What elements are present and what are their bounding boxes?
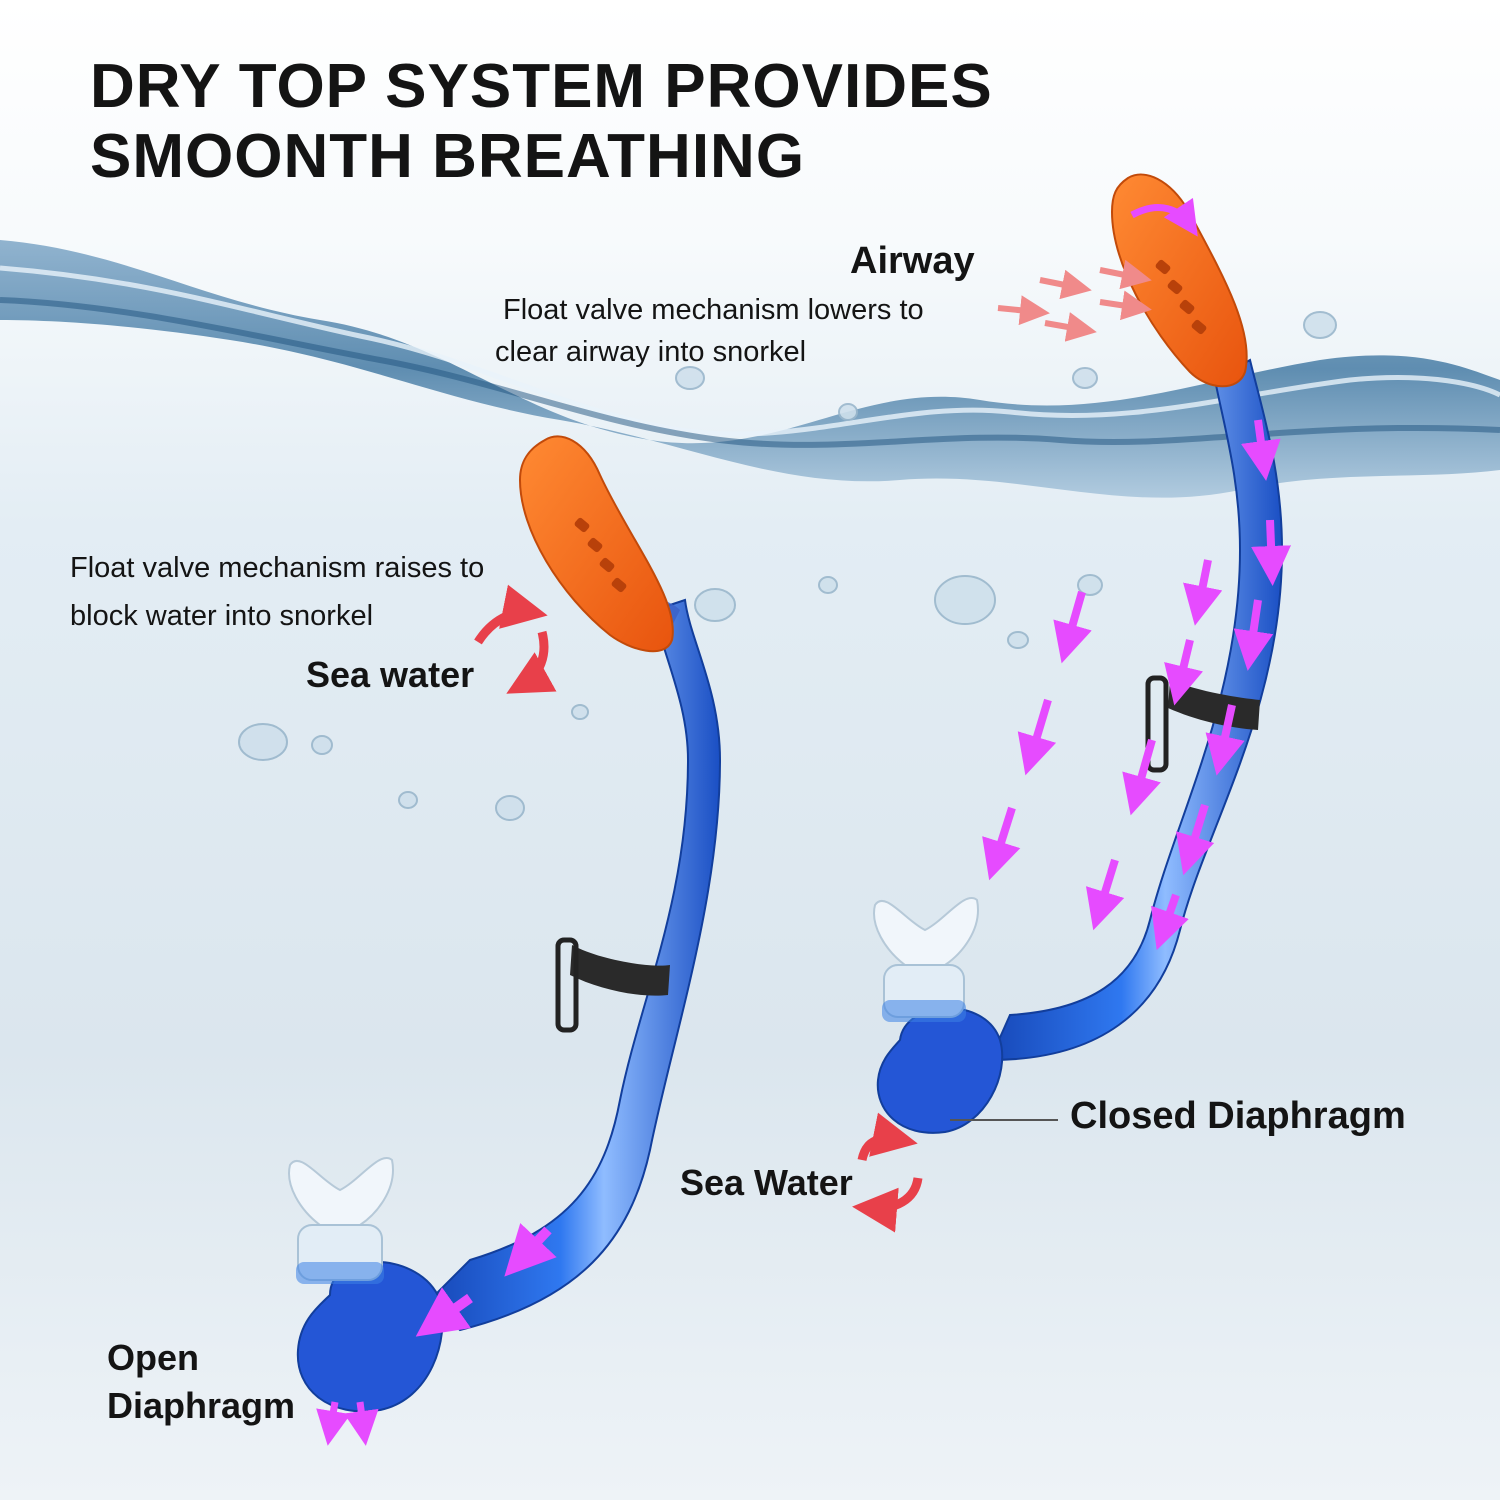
flow-arrow-icon [415, 1287, 473, 1337]
headline-line-1: DRY TOP SYSTEM PROVIDES [90, 52, 993, 121]
right-snorkel [852, 173, 1292, 1233]
left-valve-note-line-1: Float valve mechanism raises to [70, 552, 485, 584]
flow-arrow-icon [1130, 197, 1198, 237]
closed-diaphragm-label: Closed Diaphragm [1070, 1095, 1406, 1137]
curved-arrow-icon [857, 1112, 918, 1162]
mouthpiece-icon [873, 897, 979, 1022]
left-valve-note-line-2: block water into snorkel [70, 600, 374, 632]
left-purge-body [296, 1260, 444, 1413]
tube-clip-icon [555, 937, 670, 1033]
right-valve-note-line-2: clear airway into snorkel [495, 336, 807, 368]
flow-arrow-icon [504, 1223, 557, 1277]
curved-arrow-icon [506, 630, 557, 694]
headline: DRY TOP SYSTEM PROVIDES SMOONTH BREATHIN… [90, 52, 993, 192]
curved-arrow-icon [474, 584, 548, 645]
right-valve-note-line-1: Float valve mechanism lowers to [503, 294, 924, 326]
open-diaphragm-label-line-1: Open [107, 1337, 200, 1378]
left-sea-water-label: Sea water [306, 654, 475, 695]
right-sea-water-label: Sea Water [680, 1162, 853, 1203]
mouthpiece-icon [288, 1157, 394, 1284]
water-wave-icon [0, 240, 1500, 498]
curved-arrow-icon [852, 1177, 923, 1233]
left-snorkel [288, 435, 722, 1446]
water-droplet-icon [238, 311, 1337, 821]
flow-arrow-icon [316, 1401, 351, 1446]
open-diaphragm-label-line-2: Diaphragm [107, 1385, 296, 1426]
flow-arrow-icon [982, 419, 1292, 951]
flow-arrow-icon [343, 1401, 379, 1446]
flow-arrow-icon [997, 259, 1152, 342]
airway-label: Airway [850, 240, 975, 282]
headline-line-2: SMOONTH BREATHING [90, 122, 806, 191]
